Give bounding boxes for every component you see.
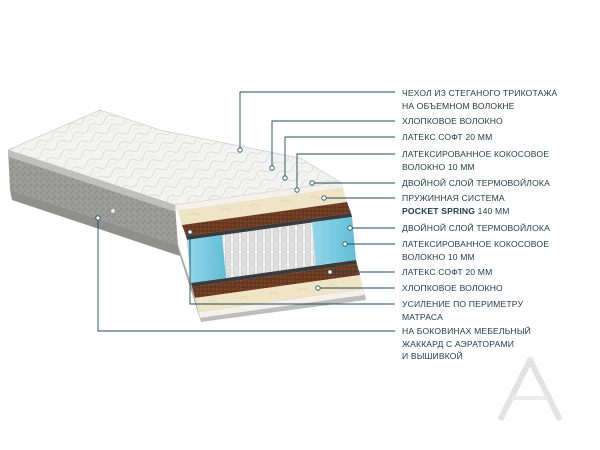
leader-line [271,120,395,168]
leader-dots [95,147,353,291]
label-cotton-bottom: ХЛОПКОВОЕ ВОЛОКНО [402,283,503,293]
label-spring-system: ПРУЖИННАЯ СИСТЕМА POCKET SPRING 140 ММ [402,193,510,216]
jacquard-side-panel [8,150,178,245]
mattress-illustration [6,109,366,322]
felt-layer-bottom [191,260,357,287]
leader-line [97,218,395,332]
leader-line [189,232,395,305]
leader-lines [97,91,395,332]
felt-layer-top [186,213,352,240]
pocket-spring-bold: POCKET SPRING [402,205,476,216]
leader-line [239,91,395,150]
watermark-logo [497,357,563,422]
coir-layer-bottom [192,264,360,298]
perimeter-reinforcement [187,235,226,283]
label-latex-bottom: ЛАТЕКС СОФТ 20 ММ [402,267,493,277]
label-cotton-top: ХЛОПКОВОЕ ВОЛОКНО [402,116,503,126]
latex-layer-top [178,188,347,225]
aerator-icon [110,208,116,214]
bottom-cover [200,295,366,322]
label-felt-top: ДВОЙНОЙ СЛОЙ ТЕРМОВОЙЛОКА [402,178,550,188]
leader-line [284,136,395,178]
label-latex-top: ЛАТЕКС СОФТ 20 ММ [402,132,493,142]
latex-layer-bottom [195,275,363,312]
coir-layer-top [182,202,351,236]
leader-line [296,153,395,190]
label-felt-bottom: ДВОЙНОЙ СЛОЙ ТЕРМОВОЙЛОКА [402,223,550,233]
